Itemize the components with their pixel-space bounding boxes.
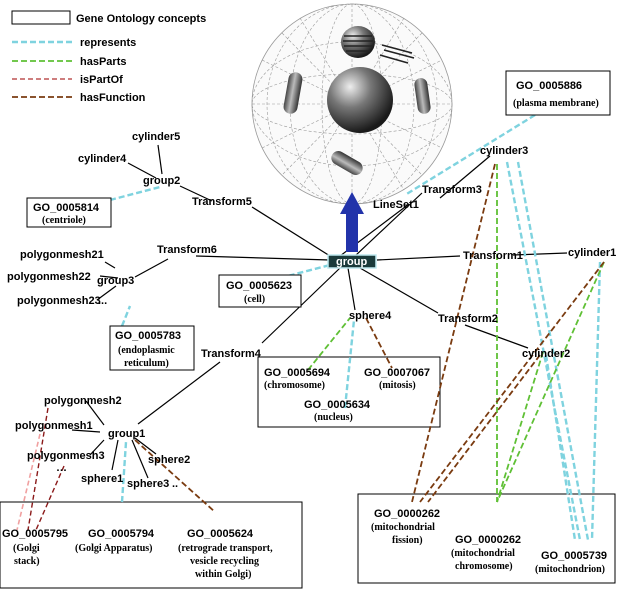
node-ellipsis-group1: … <box>56 462 67 474</box>
go-name: (plasma membrane) <box>513 98 599 109</box>
node-lineset1: LineSet1 <box>373 199 419 211</box>
go-concept-mitochondrial-fission: GO_0000262 (mitochondrial fission) <box>371 508 440 546</box>
node-transform2: Transform2 <box>438 313 498 325</box>
go-name-line2: vesicle recycling <box>190 556 259 567</box>
go-concept-mitochondrion: GO_0005739 (mitochondrion) <box>535 550 607 575</box>
go-id: GO_0005783 <box>115 330 181 342</box>
node-group-highlight <box>327 254 377 269</box>
go-id: GO_0005634 <box>304 399 371 411</box>
centriole-shape <box>341 26 415 64</box>
go-name-line1: (mitochondrial <box>451 548 515 559</box>
legend: Gene Ontology concepts represents hasPar… <box>11 10 206 104</box>
node-polygonmesh21: polygonmesh21 <box>20 249 104 261</box>
go-name: (mitosis) <box>379 380 416 391</box>
golgi-group-box <box>0 501 303 589</box>
go-id: GO_0005795 <box>2 528 68 540</box>
hasparts-edges <box>307 164 605 503</box>
go-name-line1: (mitochondrial <box>371 522 435 533</box>
go-id: GO_0005739 <box>541 550 607 562</box>
node-cylinder5: cylinder5 <box>132 131 180 143</box>
go-name-line1: (retrograde transport, <box>178 543 273 554</box>
go-id: GO_0000262 <box>455 534 521 546</box>
go-id: GO_0005623 <box>226 280 292 292</box>
node-polygonmesh23: polygonmesh23 <box>17 295 101 307</box>
go-name: (nucleus) <box>314 412 353 423</box>
node-cylinder2: cylinder2 <box>522 348 570 360</box>
node-sphere3: sphere3 <box>127 478 169 490</box>
legend-concept-swatch <box>11 10 71 25</box>
go-name-line2: reticulum) <box>124 358 169 369</box>
legend-hasparts-label: hasParts <box>80 56 126 68</box>
go-name-line1: (Golgi <box>13 543 40 554</box>
node-cylinder1: cylinder1 <box>568 247 616 259</box>
node-sphere1: sphere1 <box>81 473 123 485</box>
go-id: GO_0005694 <box>264 367 331 379</box>
legend-represents-label: represents <box>80 37 136 49</box>
go-name-line1: (endoplasmic <box>118 345 175 356</box>
node-labels: cylinder5 cylinder4 group2 Transform5 Tr… <box>7 131 616 490</box>
go-name: (chromosome) <box>264 380 325 391</box>
represents-3d-arrow <box>340 192 364 252</box>
go-id: GO_0005794 <box>88 528 155 540</box>
go-concept-cell: GO_0005623 (cell) <box>218 274 302 308</box>
node-ellipsis-spheres: .. <box>172 478 178 490</box>
cell-3d-model <box>251 3 453 205</box>
go-concept-golgi-stack: GO_0005795 (Golgi stack) <box>2 528 68 567</box>
ispartof-edges <box>16 407 65 531</box>
scene-graph-edges <box>71 144 568 479</box>
go-name-line2: chromosome) <box>455 561 513 572</box>
node-transform6: Transform6 <box>157 244 217 256</box>
go-concept-chromosome: GO_0005694 (chromosome) <box>264 367 331 391</box>
node-group1: group1 <box>108 428 145 440</box>
hasfunction-edges <box>134 163 605 513</box>
go-concept-nucleus: GO_0005634 (nucleus) <box>304 399 371 423</box>
node-cylinder3: cylinder3 <box>480 145 528 157</box>
legend-ispartof-label: isPartOf <box>80 74 123 86</box>
go-concept-mitochondrial-chromosome: GO_0000262 (mitochondrial chromosome) <box>451 534 521 572</box>
go-name: (Golgi Apparatus) <box>75 543 153 554</box>
node-group: group <box>336 256 367 268</box>
go-name: (mitochondrion) <box>535 564 605 575</box>
mitochondria-group-box <box>357 493 616 584</box>
go-name-line2: fission) <box>392 535 423 546</box>
legend-hasfunction-label: hasFunction <box>80 92 146 104</box>
go-id: GO_0007067 <box>364 367 430 379</box>
node-polygonmesh22: polygonmesh22 <box>7 271 91 283</box>
node-polygonmesh1: polygonmesh1 <box>15 420 93 432</box>
go-concept-golgi-apparatus: GO_0005794 (Golgi Apparatus) <box>75 528 155 554</box>
go-name: (cell) <box>244 294 265 305</box>
node-cylinder4: cylinder4 <box>78 153 127 165</box>
node-polygonmesh3: polygonmesh3 <box>27 450 105 462</box>
node-transform4: Transform4 <box>201 348 262 360</box>
go-id: GO_0005886 <box>516 80 582 92</box>
go-name: (centriole) <box>42 215 86 226</box>
node-transform3: Transform3 <box>422 184 482 196</box>
node-group3: group3 <box>97 275 134 287</box>
go-concept-golgi-transport: GO_0005624 (retrograde transport, vesicl… <box>178 528 273 580</box>
go-name-line2: stack) <box>14 556 40 567</box>
go-id: GO_0005624 <box>187 528 254 540</box>
go-name-line3: within Golgi) <box>195 569 251 580</box>
go-concept-centriole: GO_0005814 (centriole) <box>26 197 112 228</box>
node-sphere4: sphere4 <box>349 310 392 322</box>
node-transform5: Transform5 <box>192 196 252 208</box>
go-concept-endoplasmic-reticulum: GO_0005783 (endoplasmic reticulum) <box>109 325 195 371</box>
node-sphere2: sphere2 <box>148 454 190 466</box>
go-id: GO_0005814 <box>33 202 100 214</box>
represents-edges <box>109 113 602 541</box>
go-id: GO_0000262 <box>374 508 440 520</box>
go-concept-plasma-membrane: GO_0005886 (plasma membrane) <box>505 70 611 116</box>
node-ellipsis-group3: ... <box>98 295 107 307</box>
go-concept-mitosis: GO_0007067 (mitosis) <box>364 367 430 391</box>
node-polygonmesh2: polygonmesh2 <box>44 395 122 407</box>
legend-concepts-label: Gene Ontology concepts <box>76 13 206 25</box>
node-transform1: Transform1 <box>463 250 523 262</box>
node-group2: group2 <box>143 175 180 187</box>
